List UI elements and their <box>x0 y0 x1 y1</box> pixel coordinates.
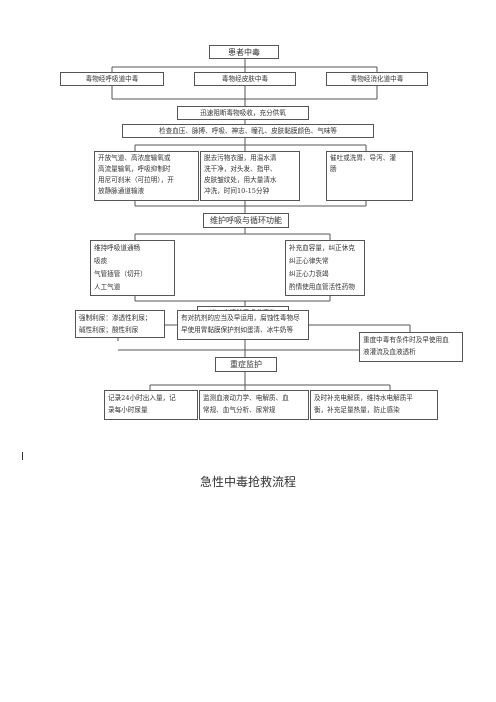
page-title: 急性中毒抢救流程 <box>199 475 296 489</box>
block-absorption-node: 迅速阻断毒物吸收，充分供氧 <box>177 106 309 120</box>
monitor-node: 重症监护 <box>215 357 277 372</box>
support-circulation: 补充血容量，纠正休克 纠正心律失常 纠正心力衰竭 酌情使用血管活性药物 <box>285 240 365 296</box>
top-node: 患者中毒 <box>209 45 279 59</box>
route-skin: 毒物经皮肤中毒 <box>194 72 296 86</box>
monitor-intake-output: 记录24小时出入量，记 录每小时尿量 <box>104 390 198 420</box>
route-respiratory: 毒物经呼吸道中毒 <box>60 72 164 86</box>
clear-diuresis: 强制利尿：渗透性利尿； 碱性利尿；酸性利尿 <box>75 310 165 338</box>
check-node: 检查血压、脉搏、呼吸、神志、瞳孔、皮肤黏膜颜色、气味等 <box>122 124 374 138</box>
maintain-node: 维护呼吸与循环功能 <box>203 213 289 228</box>
clear-antidote: 有对抗剂的应当及早运用，腐蚀性毒物尽 早使用胃黏膜保护剂如蛋清、冰牛奶等 <box>177 310 309 340</box>
monitor-electrolytes: 及时补充电解质，维持水电解质平 衡，补充足量热量，防止感染 <box>310 390 438 420</box>
support-airway: 维持呼吸道通畅 吸痰 气管插管（切开） 人工气道 <box>90 240 175 296</box>
treatment-digestive: 催吐或洗胃、导泻、灌 肠 <box>326 151 413 201</box>
treatment-skin: 脱去污物衣服，用温水清 洗干净，对头发、指甲、 皮肤皱纹处，用大量清水 冲洗，时… <box>200 151 300 201</box>
monitor-labs: 监测血液动力学、电解质、血 常规、血气分析、尿常规 <box>199 390 309 420</box>
treatment-respiratory: 开放气道、高浓度输氧或 高流量输氧，呼吸抑制时 用尼可刹米（可拉明），开 放静脉… <box>94 151 199 201</box>
clear-dialysis: 重度中毒有条件时及早使用血 液灌流及血液透析 <box>359 332 463 362</box>
margin-mark <box>22 452 23 460</box>
route-digestive: 毒物经消化道中毒 <box>326 72 428 86</box>
